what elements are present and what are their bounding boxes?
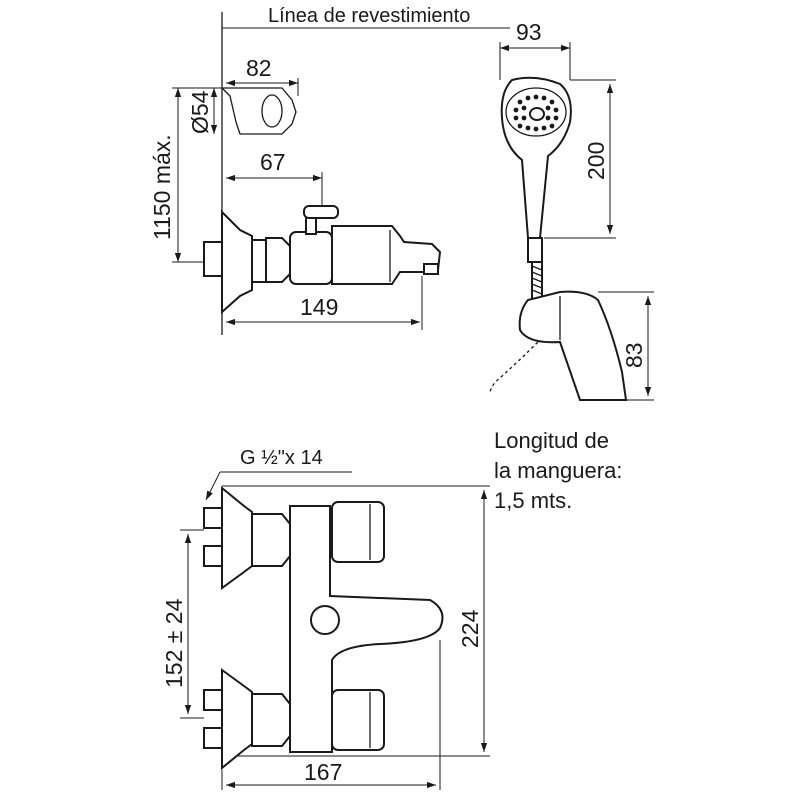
dim-67-label: 67: [260, 149, 286, 175]
thread-label: G ½"x 14: [240, 447, 323, 469]
dim-54-label: Ø54: [187, 90, 213, 134]
dim-83-label: 83: [621, 342, 647, 368]
hose-length-note: Longitud de la manguera: 1,5 mts.: [494, 428, 622, 513]
hand-shower-view: 93 200 83: [487, 19, 654, 401]
spray-holes: [513, 94, 559, 132]
side-view: Línea de revestimiento 82 Ø54 1150 máx. …: [149, 5, 510, 335]
dim-1150-label: 1150 máx.: [149, 134, 175, 240]
dim-224-label: 224: [457, 609, 483, 648]
hose-note-line-2: la manguera:: [494, 458, 622, 483]
dim-149-label: 149: [300, 294, 338, 320]
dim-82-label: 82: [246, 55, 272, 81]
dim-167-label: 167: [304, 759, 342, 785]
linea-revestimiento-label: Línea de revestimiento: [268, 5, 470, 27]
hose-note-line-3: 1,5 mts.: [494, 488, 572, 513]
dim-93-label: 93: [516, 19, 542, 45]
dim-152-label: 152 ± 24: [161, 598, 187, 688]
hose-note-line-1: Longitud de: [494, 428, 609, 453]
dim-200-label: 200: [583, 142, 609, 180]
top-view: G ½"x 14 224 152 ± 24 1: [161, 447, 490, 790]
